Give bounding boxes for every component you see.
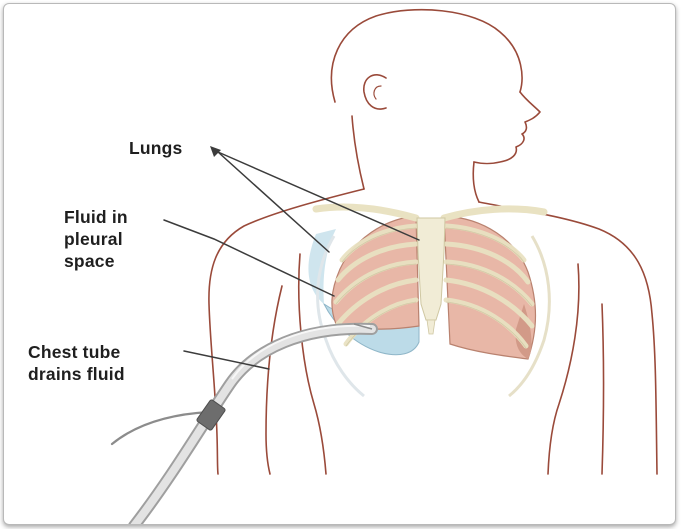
label-fluid: Fluid in pleural space [64, 206, 128, 272]
ear [364, 75, 386, 109]
neck-front [473, 162, 479, 202]
left-arm-inner [266, 286, 282, 474]
face-profile [474, 92, 540, 164]
clavicle-right [444, 209, 544, 218]
chest [308, 207, 549, 396]
leader-arrowheads [210, 146, 221, 157]
label-lungs: Lungs [129, 137, 183, 159]
leader-lungs-right [218, 152, 419, 240]
label-lungs-text: Lungs [129, 137, 183, 159]
label-chest-tube: Chest tube drains fluid [28, 341, 125, 385]
label-fluid-line-3: space [64, 250, 128, 272]
leader-fluid [164, 220, 334, 296]
label-chest-tube-line-1: Chest tube [28, 341, 125, 363]
head-outline [331, 10, 522, 102]
right-arm-inner [602, 304, 604, 474]
image-frame: Lungs Fluid in pleural space Chest tube … [3, 3, 676, 525]
neck-back [352, 116, 364, 189]
torso-right [548, 264, 579, 474]
sternum [417, 218, 445, 320]
label-fluid-line-1: Fluid in [64, 206, 128, 228]
label-chest-tube-line-2: drains fluid [28, 363, 125, 385]
label-fluid-line-2: pleural [64, 228, 128, 250]
